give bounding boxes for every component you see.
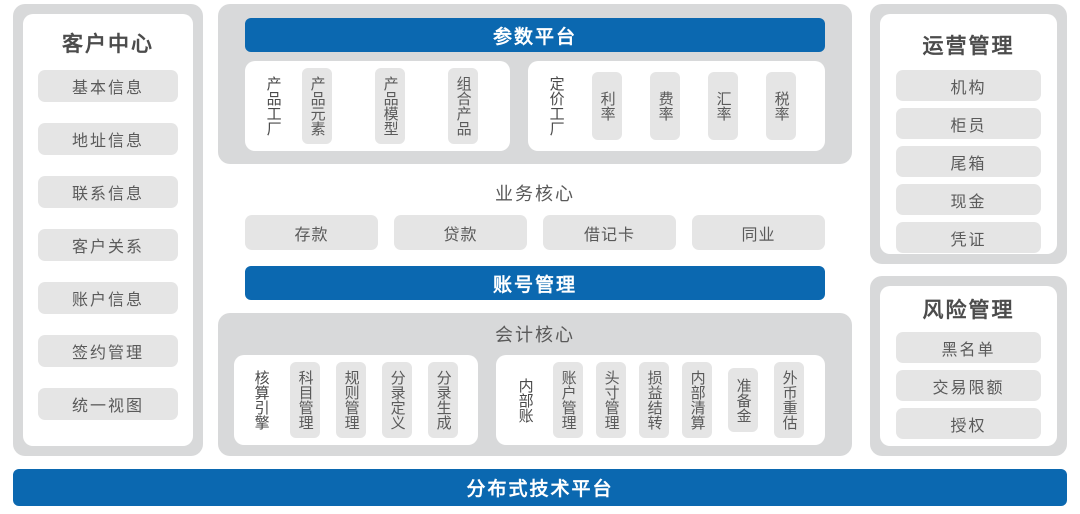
customer-item-account-info[interactable]: 账户信息: [38, 282, 178, 314]
operations-item-voucher[interactable]: 凭证: [896, 222, 1041, 253]
customer-item-unified-view[interactable]: 统一视图: [38, 388, 178, 420]
accounting-engine-label: 核算引擎: [252, 370, 270, 430]
operations-item-institution[interactable]: 机构: [896, 70, 1041, 101]
param-item-combo-product[interactable]: 组合产品: [448, 68, 478, 144]
business-item-debit-card[interactable]: 借记卡: [543, 215, 676, 250]
param-item-fee-rate[interactable]: 费率: [650, 72, 680, 140]
accounting-item-entry-generation[interactable]: 分录生成: [428, 362, 458, 438]
customer-item-basic-info[interactable]: 基本信息: [38, 70, 178, 102]
business-core-title: 业务核心: [495, 184, 575, 204]
param-item-product-model[interactable]: 产品模型: [375, 68, 405, 144]
risk-item-blacklist[interactable]: 黑名单: [896, 332, 1041, 363]
account-management-banner[interactable]: 账号管理: [245, 266, 825, 300]
business-item-interbank[interactable]: 同业: [692, 215, 825, 250]
business-item-loan[interactable]: 贷款: [394, 215, 527, 250]
internal-item-fx-revaluation[interactable]: 外币重估: [774, 362, 804, 438]
accounting-item-rule-mgmt[interactable]: 规则管理: [336, 362, 366, 438]
risk-item-authorization[interactable]: 授权: [896, 408, 1041, 439]
accounting-item-entry-definition[interactable]: 分录定义: [382, 362, 412, 438]
customer-item-contract-mgmt[interactable]: 签约管理: [38, 335, 178, 367]
pricing-factory-label: 定价工厂: [547, 76, 565, 136]
operations-item-cash[interactable]: 现金: [896, 184, 1041, 215]
param-item-product-element[interactable]: 产品元素: [302, 68, 332, 144]
accounting-item-subject-mgmt[interactable]: 科目管理: [290, 362, 320, 438]
customer-item-address-info[interactable]: 地址信息: [38, 123, 178, 155]
internal-item-position-mgmt[interactable]: 头寸管理: [596, 362, 626, 438]
param-item-interest-rate[interactable]: 利率: [592, 72, 622, 140]
internal-account-label: 内部账: [516, 377, 534, 423]
internal-item-pnl-carryover[interactable]: 损益结转: [639, 362, 669, 438]
parameter-platform-banner[interactable]: 参数平台: [245, 18, 825, 52]
business-item-deposit[interactable]: 存款: [245, 215, 378, 250]
customer-center-title: 客户中心: [62, 33, 154, 56]
operations-title: 运营管理: [922, 35, 1015, 58]
customer-item-relationship[interactable]: 客户关系: [38, 229, 178, 261]
customer-item-contact-info[interactable]: 联系信息: [38, 176, 178, 208]
product-factory-label: 产品工厂: [264, 76, 282, 136]
risk-item-transaction-limit[interactable]: 交易限额: [896, 370, 1041, 401]
internal-item-account-mgmt[interactable]: 账户管理: [553, 362, 583, 438]
param-item-exchange-rate[interactable]: 汇率: [708, 72, 738, 140]
internal-item-internal-clearing[interactable]: 内部清算: [682, 362, 712, 438]
operations-item-teller[interactable]: 柜员: [896, 108, 1041, 139]
param-item-tax-rate[interactable]: 税率: [766, 72, 796, 140]
internal-item-provision[interactable]: 准备金: [728, 368, 758, 432]
risk-title: 风险管理: [922, 299, 1015, 322]
distributed-tech-platform-banner[interactable]: 分布式技术平台: [13, 469, 1067, 506]
accounting-core-title: 会计核心: [495, 325, 575, 345]
operations-item-cash-box[interactable]: 尾箱: [896, 146, 1041, 177]
